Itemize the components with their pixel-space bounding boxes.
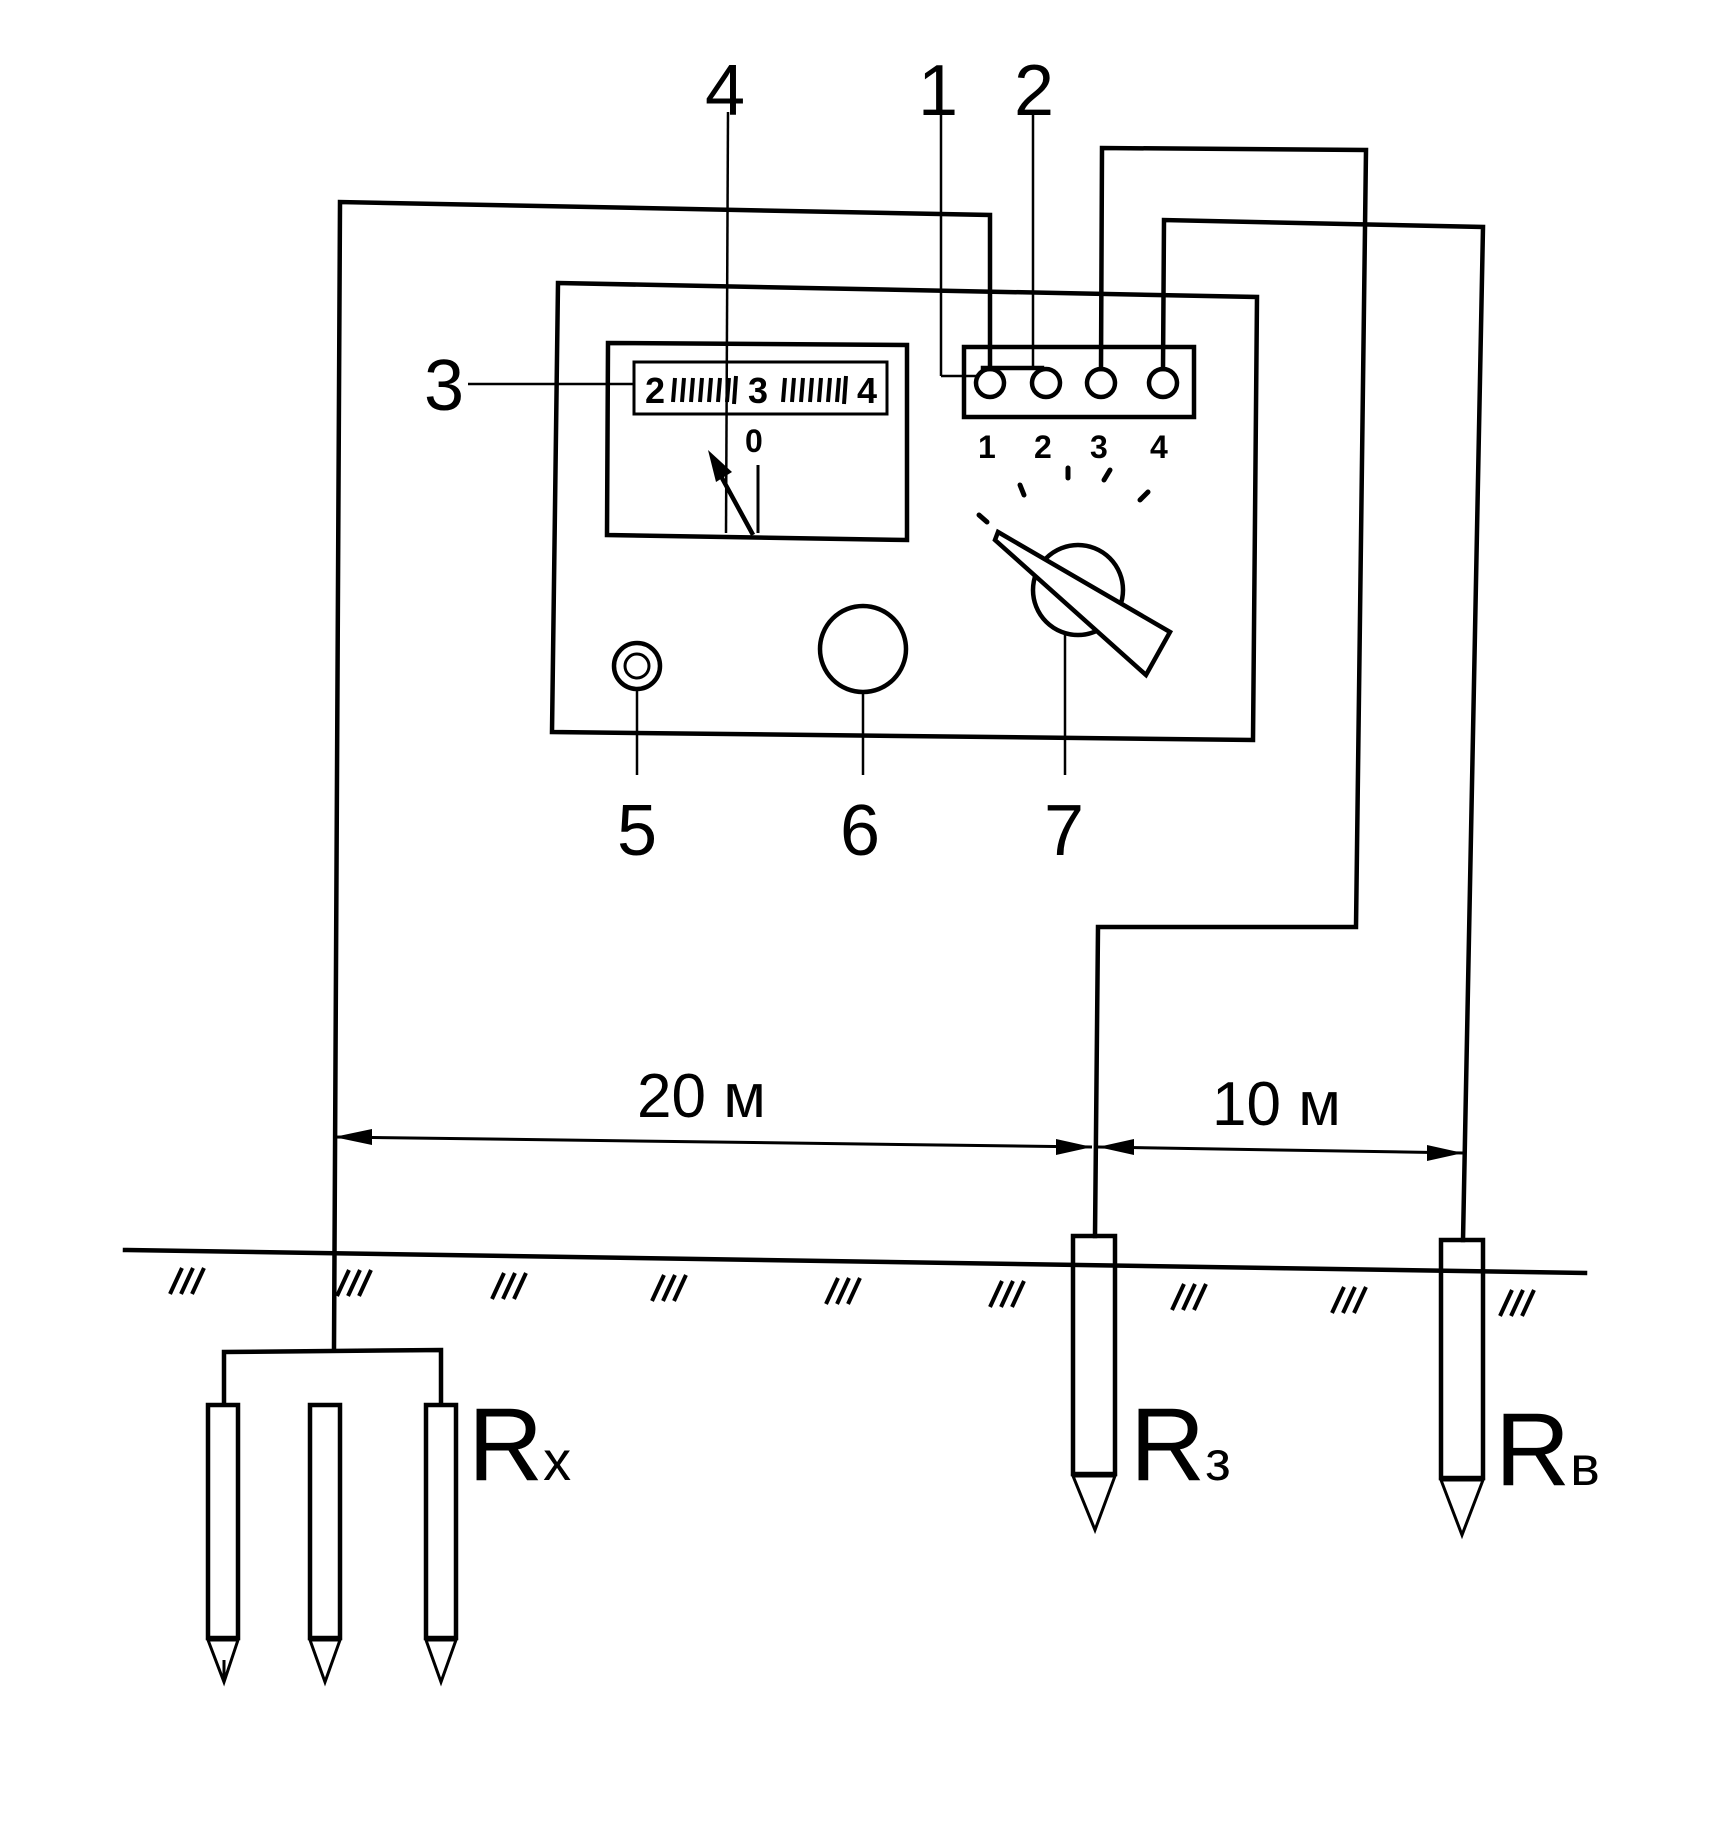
- callout-1: 1: [918, 51, 958, 131]
- terminal-label-3: 3: [1090, 429, 1108, 465]
- dimension-20m: [333, 1129, 1093, 1155]
- scale-label-right: 4: [857, 370, 877, 411]
- dimension-10m: [1097, 1139, 1464, 1161]
- callout-4: 4: [705, 51, 745, 131]
- meter-needle: [708, 450, 756, 537]
- scale-ticks-right: [781, 375, 848, 405]
- callout-7: 7: [1044, 791, 1084, 871]
- wire-to-rv: [1160, 217, 1486, 1243]
- callout-6: 6: [840, 791, 880, 871]
- scale-label-left: 2: [645, 370, 665, 411]
- instrument-body: [549, 280, 1260, 743]
- meter-window: 2 3 4 0: [604, 340, 910, 543]
- range-switch-marks: [976, 465, 1151, 525]
- crank-knob[interactable]: [817, 603, 909, 695]
- rx-electrode-center: [307, 1402, 343, 1687]
- wire-to-rz: [1092, 145, 1369, 1239]
- rx-electrode-left: [205, 1402, 241, 1687]
- indicator-button[interactable]: [611, 640, 663, 692]
- zero-mark-label: 0: [745, 423, 763, 459]
- rz-label: Rз: [1130, 1387, 1231, 1503]
- terminal-3[interactable]: [1084, 366, 1118, 400]
- callout-leaders: [468, 111, 1067, 775]
- callout-3: 3: [424, 346, 464, 426]
- ground-line: [122, 1247, 1588, 1318]
- callout-2: 2: [1014, 51, 1054, 131]
- dimension-label-20m: 20 м: [637, 1062, 766, 1131]
- terminal-1[interactable]: [973, 366, 1007, 400]
- terminal-2[interactable]: [1029, 366, 1063, 400]
- rz-electrode: [1070, 1233, 1118, 1535]
- rx-label: Rx: [468, 1387, 571, 1503]
- terminal-label-1: 1: [978, 429, 996, 465]
- terminal-block: 1 2 3 4: [961, 344, 1197, 465]
- terminal-4[interactable]: [1146, 366, 1180, 400]
- rx-electrode-right: [423, 1402, 459, 1687]
- scale-label-mid: 3: [748, 370, 768, 411]
- rx-electrode-group: [205, 1347, 459, 1687]
- meter-scale: 2 3 4: [632, 360, 889, 416]
- rv-electrode: [1438, 1237, 1486, 1540]
- callout-5: 5: [617, 791, 657, 871]
- dimension-label-10m: 10 м: [1212, 1070, 1341, 1139]
- range-switch[interactable]: [992, 528, 1174, 679]
- terminal-label-4: 4: [1150, 429, 1168, 465]
- rv-label: Rв: [1495, 1392, 1600, 1508]
- terminal-label-2: 2: [1034, 429, 1052, 465]
- wire-to-rx: [331, 199, 993, 1351]
